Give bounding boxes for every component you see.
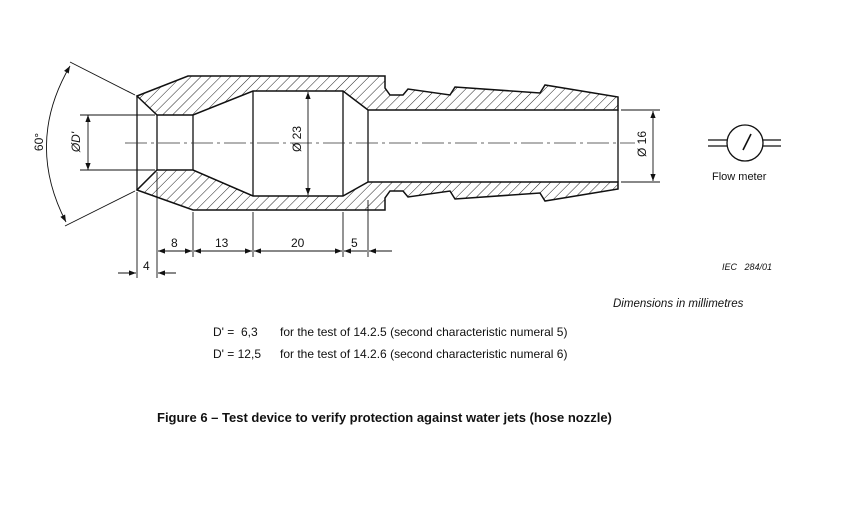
dimension-lines: [46, 61, 660, 278]
note-text-2: for the test of 14.2.6 (second character…: [280, 347, 568, 361]
dimension-13: 13: [215, 236, 229, 250]
dimension-20: 20: [291, 236, 305, 250]
reference-code: IEC 284/01: [722, 262, 773, 272]
flow-meter-label: Flow meter: [712, 171, 767, 183]
note-text-1: for the test of 14.2.5 (second character…: [280, 325, 568, 339]
nozzle-upper-wall: [135, 75, 619, 116]
dimension-4: 4: [143, 259, 150, 273]
units-note: Dimensions in millimetres: [613, 298, 744, 310]
chamber-diameter-label: Ø 23: [290, 125, 305, 153]
dimension-8: 8: [171, 236, 178, 250]
nozzle-lower-wall: [135, 169, 619, 211]
angle-arc: [46, 65, 71, 223]
note-key-2: D' = 12,5: [213, 347, 261, 361]
figure-caption: Figure 6 – Test device to verify protect…: [157, 410, 612, 425]
flow-meter-icon: [708, 124, 781, 162]
note-key-1: D' = 6,3: [213, 325, 258, 339]
bore-diameter-label: ØD': [69, 131, 84, 153]
outlet-diameter-label: Ø 16: [635, 130, 650, 158]
angle-label: 60°: [32, 132, 47, 152]
dimension-5: 5: [351, 236, 358, 250]
